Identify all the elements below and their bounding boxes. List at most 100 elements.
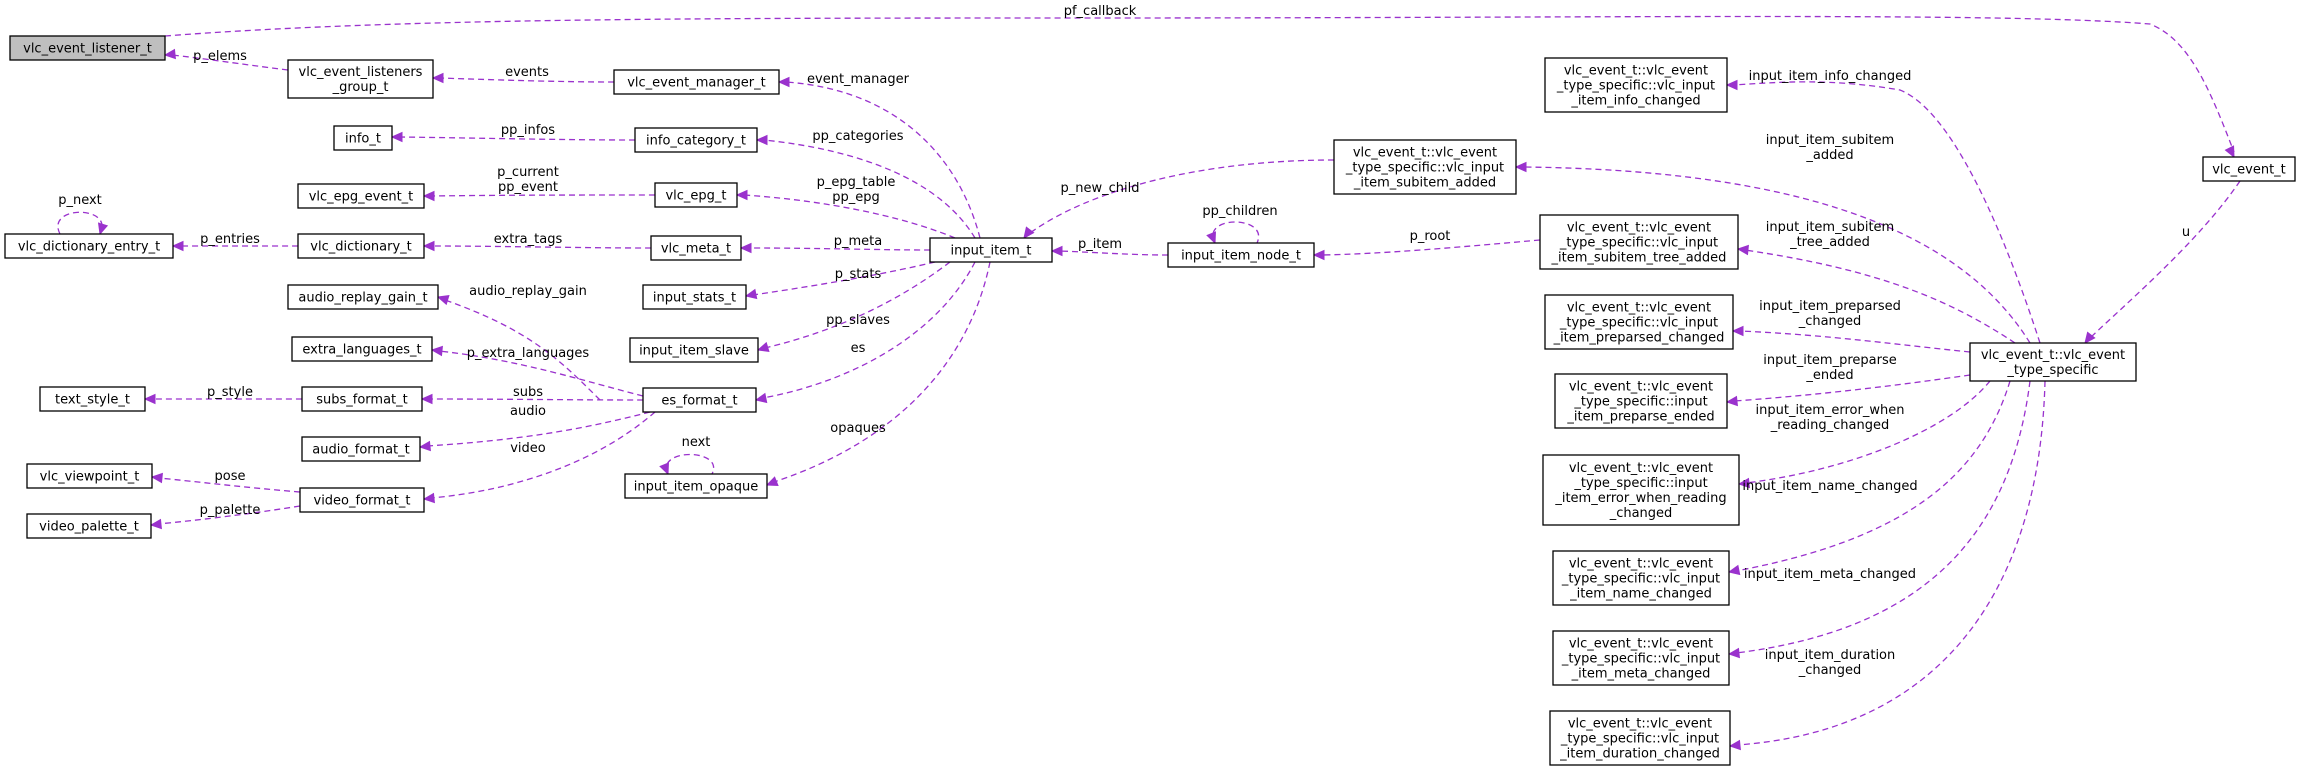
node-label-subitem-added-line-2: _type_specific::vlc_input [1345,161,1504,176]
edge-label-subs: subs [513,385,543,400]
edge-line-pp-categories [763,139,976,239]
node-vlc-epg-t[interactable]: vlc_epg_t [654,182,738,208]
node-label-error-when-reading-changed-line-2: _type_specific::input [1573,476,1707,491]
edge-arrowhead [2224,145,2235,159]
edge-line-input-item-error-when-reading-changed [1745,380,1991,484]
node-box-es-format-t [642,387,757,413]
edge-label-p-style: p_style [207,385,253,400]
node-box-preparse-ended [1554,373,1728,429]
edge-pp-slaves: pp_slaves [756,261,951,353]
node-info-changed[interactable]: vlc_event_t::vlc_event_type_specific::vl… [1544,57,1728,113]
edge-line-es [762,261,976,399]
node-label-vlc-viewpoint-t: vlc_viewpoint_t [40,470,140,485]
edge-label-input-item-duration-changed-line-1: input_item_duration [1765,648,1896,663]
edge-label-input-item-subitem-tree-added-line-1: input_item_subitem [1766,220,1894,235]
edge-arrowhead [420,393,433,405]
node-label-name-changed-line-1: vlc_event_t::vlc_event [1569,557,1713,572]
node-vlc-event-listeners-group-t[interactable]: vlc_event_listeners_group_t [287,59,434,99]
edge-line-pp-children [1212,221,1260,244]
node-box-extra-languages-t [291,336,433,362]
node-info-category-t[interactable]: info_category_t [634,127,758,153]
node-label-meta-changed-line-3: _item_meta_changed [1571,667,1711,682]
node-label-video-palette-t: video_palette_t [39,520,139,535]
edge-line-p-extra-languages [438,350,644,397]
node-box-info-t [333,125,393,151]
edge-label-p-palette: p_palette [200,503,261,518]
edge-line-u [2089,180,2241,339]
edge-pp-children: pp_children [1202,204,1278,245]
edge-label-input-item-preparsed-changed-line-2: _changed [1798,314,1862,329]
edge-label-p-epg-table-pp-epg-line-1: p_epg_table [817,175,896,190]
node-video-format-t[interactable]: video_format_t [299,487,425,513]
edge-label-p-extra-languages: p_extra_languages [467,346,590,361]
node-label-preparse-ended-line-2: _type_specific::input [1573,395,1707,410]
node-label-info-category-t: info_category_t [646,134,746,149]
node-duration-changed[interactable]: vlc_event_t::vlc_event_type_specific::vl… [1549,710,1731,766]
node-input-item-node-t[interactable]: input_item_node_t [1167,242,1315,268]
node-label-info-changed-line-1: vlc_event_t::vlc_event [1564,64,1708,79]
node-box-preparsed-changed [1544,294,1734,350]
node-vlc-viewpoint-t[interactable]: vlc_viewpoint_t [26,463,153,489]
node-vlc-event-t[interactable]: vlc_event_t [2202,156,2296,182]
node-subitem-tree-added[interactable]: vlc_event_t::vlc_event_type_specific::vl… [1539,214,1739,270]
node-box-audio-replay-gain-t [287,284,439,310]
edge-arrowhead [744,288,758,300]
node-vlc-event-type-specific[interactable]: vlc_event_t::vlc_event_type_specific [1969,342,2137,382]
node-preparse-ended[interactable]: vlc_event_t::vlc_event_type_specific::in… [1554,373,1728,429]
node-error-when-reading-changed[interactable]: vlc_event_t::vlc_event_type_specific::in… [1542,454,1740,526]
node-vlc-epg-event-t[interactable]: vlc_epg_event_t [297,183,425,209]
node-label-meta-changed-line-2: _type_specific::vlc_input [1561,652,1720,667]
node-subitem-added[interactable]: vlc_event_t::vlc_event_type_specific::vl… [1333,139,1517,195]
edge-arrowhead [97,222,109,236]
edge-arrowhead [149,518,162,530]
edge-label-pp-categories: pp_categories [812,129,903,144]
edge-arrowhead [1023,226,1035,239]
node-vlc-dictionary-t[interactable]: vlc_dictionary_t [297,233,425,259]
edge-p-extra-languages: p_extra_languages [430,345,644,397]
node-audio-replay-gain-t[interactable]: audio_replay_gain_t [287,284,439,310]
edge-label-p-meta: p_meta [834,234,882,249]
edge-label-input-item-error-when-reading-changed-line-2: _reading_changed [1770,418,1889,433]
node-input-item-t[interactable]: input_item_t [929,237,1053,263]
edge-event-manager: event_manager [777,72,981,239]
node-vlc-dictionary-entry-t[interactable]: vlc_dictionary_entry_t [4,233,174,259]
node-box-video-palette-t [26,513,152,539]
node-label-error-when-reading-changed-line-3: _item_error_when_reading [1554,491,1726,506]
edge-line-p-palette [157,505,301,525]
edge-line-p-epg-table-pp-epg [743,194,956,239]
node-text-style-t[interactable]: text_style_t [39,386,146,412]
node-subs-format-t[interactable]: subs_format_t [301,386,423,412]
edge-label-p-stats: p_stats [835,267,882,282]
node-vlc-meta-t[interactable]: vlc_meta_t [650,235,742,261]
edge-arrowhead [430,345,443,357]
node-box-vlc-event-type-specific [1969,342,2137,382]
node-input-stats-t[interactable]: input_stats_t [642,284,747,310]
edge-label-p-next: p_next [58,193,102,208]
node-meta-changed[interactable]: vlc_event_t::vlc_event_type_specific::vl… [1552,630,1730,686]
edge-p-stats: p_stats [744,261,936,300]
node-audio-format-t[interactable]: audio_format_t [301,436,421,462]
node-info-t[interactable]: info_t [333,125,393,151]
edge-u: u [2084,180,2241,344]
node-label-duration-changed-line-1: vlc_event_t::vlc_event [1568,717,1712,732]
node-video-palette-t[interactable]: video_palette_t [26,513,152,539]
node-extra-languages-t[interactable]: extra_languages_t [291,336,433,362]
node-vlc-event-listener-t[interactable]: vlc_event_listener_t [9,35,166,61]
edge-arrowhead [436,294,450,306]
edge-arrowhead [765,476,779,486]
node-input-item-slave[interactable]: input_item_slave [629,337,759,363]
edge-line-next [665,453,715,475]
node-vlc-event-manager-t[interactable]: vlc_event_manager_t [613,69,780,95]
edge-extra-tags: extra_tags [422,232,652,252]
node-name-changed[interactable]: vlc_event_t::vlc_event_type_specific::vl… [1552,550,1730,606]
node-preparsed-changed[interactable]: vlc_event_t::vlc_event_type_specific::vl… [1544,294,1734,350]
edge-p-elems: p_elems [163,48,289,71]
node-input-item-opaque[interactable]: input_item_opaque [624,473,768,499]
edge-line-p-current-pp-event [430,194,656,197]
node-label-vlc-epg-t: vlc_epg_t [665,189,726,204]
edge-arrowhead [1514,161,1527,173]
node-label-preparse-ended-line-1: vlc_event_t::vlc_event [1569,380,1713,395]
node-es-format-t[interactable]: es_format_t [642,387,757,413]
edge-arrowhead [1727,647,1740,659]
edge-line-event-manager [785,81,981,239]
